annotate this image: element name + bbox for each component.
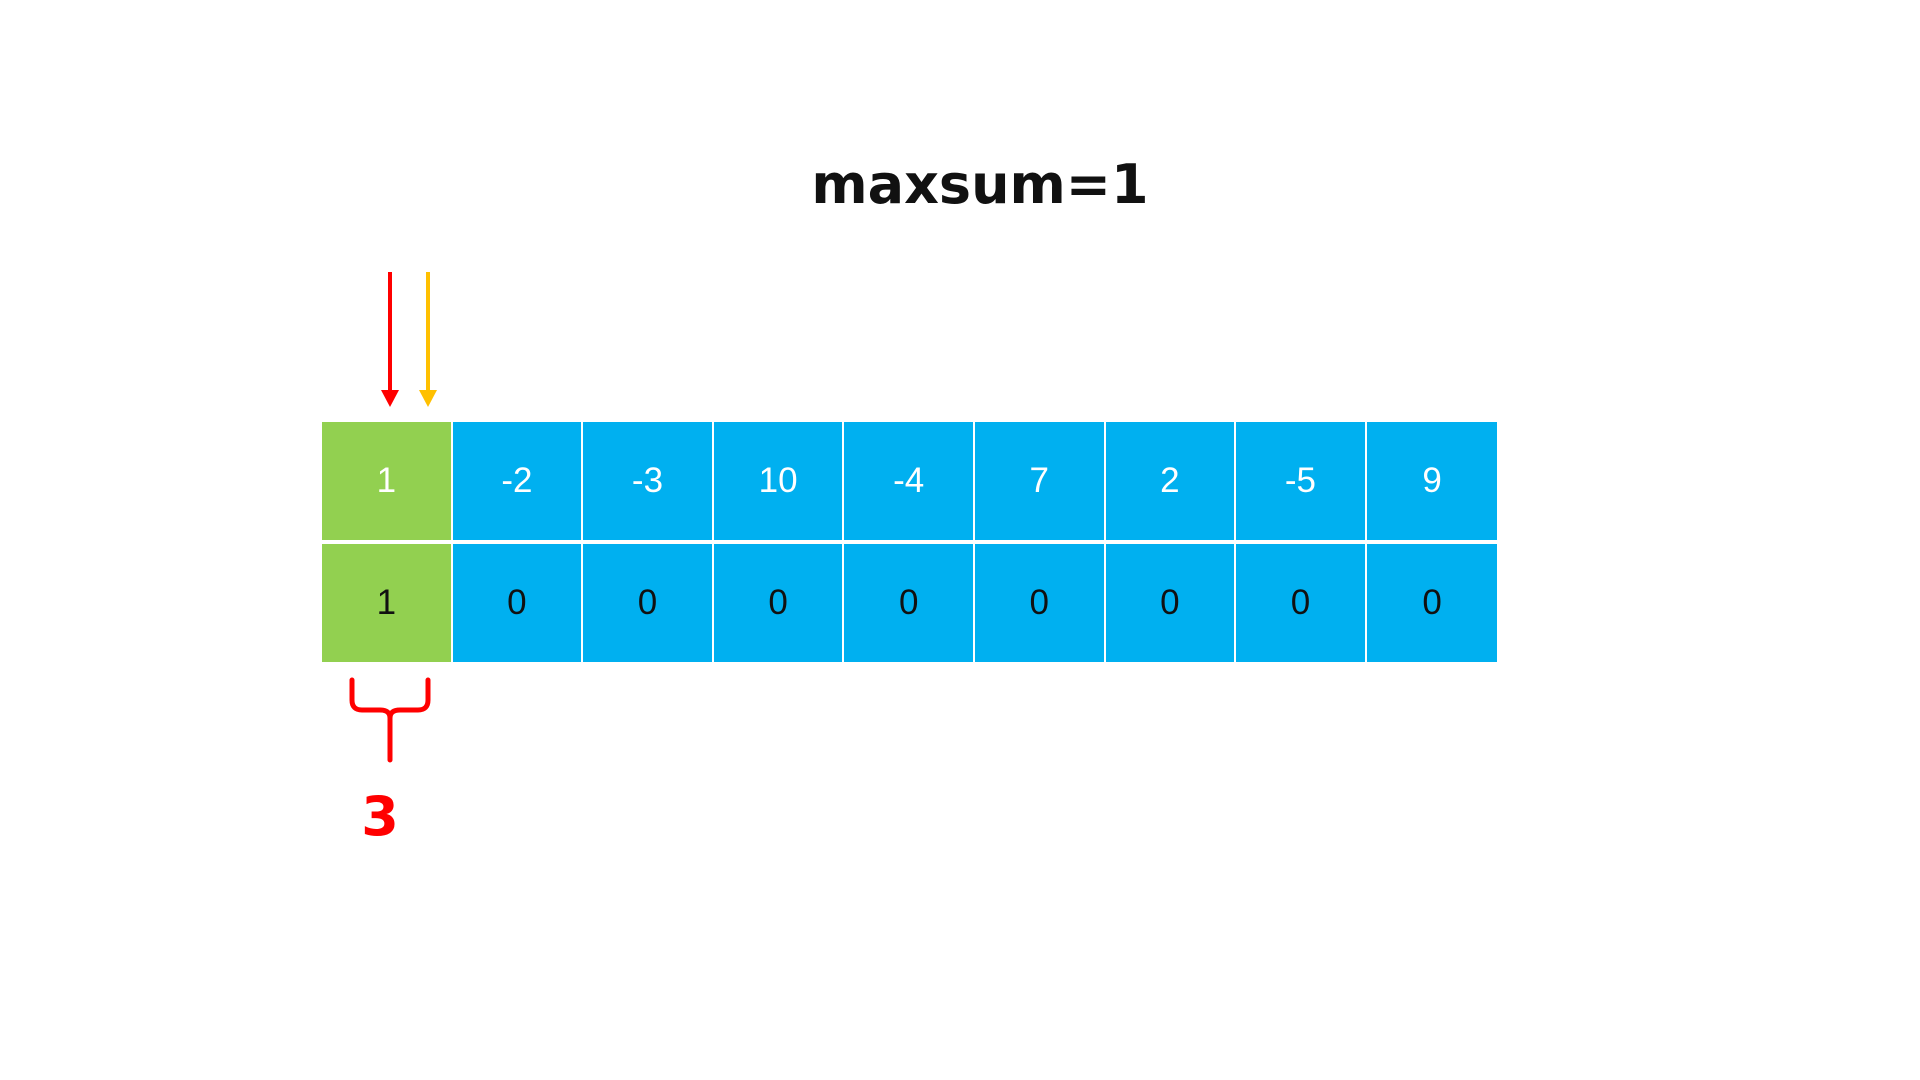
sum-cell-5: 0 [974,544,1106,662]
sum-cell-3: 0 [713,544,845,662]
red-arrow [381,272,399,407]
curly-brace [349,677,431,763]
sum-cell-8: 0 [1366,544,1498,662]
diagram-title: maxsum=1 [811,153,1149,216]
bracket-label: 3 [361,785,399,848]
sum-cell-2: 0 [583,544,714,662]
sum-cell-6: 0 [1105,544,1237,662]
sum-cell-0: 1 [322,544,453,662]
value-cell-2: -3 [583,422,714,540]
value-cell-7: -5 [1236,422,1367,540]
value-cell-1: -2 [452,422,584,540]
value-cell-4: -4 [844,422,975,540]
value-cell-0: 1 [322,422,453,540]
yellow-arrow [419,272,437,407]
value-cell-6: 2 [1105,422,1237,540]
sum-cell-1: 0 [452,544,584,662]
value-cell-3: 10 [713,422,845,540]
sum-cell-4: 0 [844,544,975,662]
value-cell-8: 9 [1366,422,1498,540]
value-cell-5: 7 [974,422,1106,540]
sum-cell-7: 0 [1236,544,1367,662]
